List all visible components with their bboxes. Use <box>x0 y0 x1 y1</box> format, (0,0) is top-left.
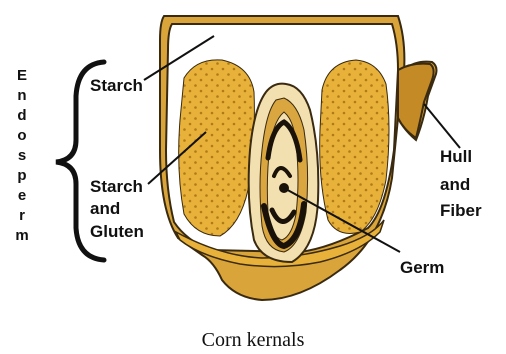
label-starch-gluten-3: Gluten <box>90 222 144 241</box>
hull-flap <box>398 64 434 138</box>
label-starch-gluten-2: and <box>90 199 120 218</box>
endosperm-letter: e <box>18 187 26 204</box>
endosperm-letter: o <box>17 127 26 144</box>
endosperm-letter: E <box>17 67 27 84</box>
label-starch: Starch <box>90 76 143 95</box>
endosperm-letter: s <box>18 147 26 164</box>
endosperm-letter: r <box>19 207 25 224</box>
endosperm-letter: n <box>17 87 26 104</box>
endosperm-letter: m <box>15 227 28 244</box>
endosperm-letter: p <box>17 167 26 184</box>
label-hull-3: Fiber <box>440 201 482 220</box>
leader-hull <box>424 104 460 148</box>
endosperm-letter: d <box>17 107 26 124</box>
caption: Corn kernals <box>202 329 305 351</box>
label-germ: Germ <box>400 258 444 277</box>
label-hull-2: and <box>440 175 470 194</box>
label-starch-gluten-1: Starch <box>90 177 143 196</box>
label-hull-1: Hull <box>440 147 472 166</box>
